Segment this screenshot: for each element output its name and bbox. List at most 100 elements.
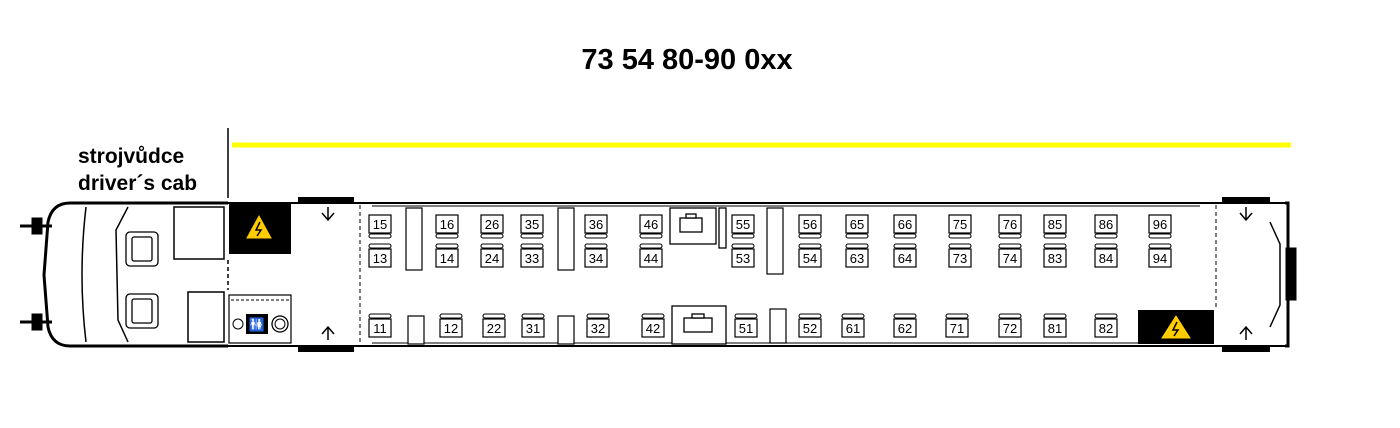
- seat-number: 12: [444, 321, 458, 336]
- seat[interactable]: 51: [734, 313, 758, 338]
- seat-number: 71: [950, 321, 964, 336]
- arrow-icon: [321, 207, 335, 340]
- seat[interactable]: 44: [639, 243, 663, 268]
- seat-number: 82: [1099, 321, 1113, 336]
- seat-number: 96: [1153, 217, 1167, 232]
- seat[interactable]: 96: [1148, 214, 1172, 239]
- seat[interactable]: 24: [480, 243, 504, 268]
- seat[interactable]: 85: [1043, 214, 1067, 239]
- seat[interactable]: 84: [1094, 243, 1118, 268]
- seat[interactable]: 34: [584, 243, 608, 268]
- seat[interactable]: 46: [639, 214, 663, 239]
- seat-number: 85: [1048, 217, 1062, 232]
- seat[interactable]: 26: [480, 214, 504, 239]
- seat[interactable]: 54: [798, 243, 822, 268]
- high-voltage-icon: [1161, 315, 1191, 339]
- seat[interactable]: 76: [998, 214, 1022, 239]
- seat[interactable]: 64: [893, 243, 917, 268]
- seat[interactable]: 75: [948, 214, 972, 239]
- high-voltage-cabinet-front: [229, 204, 291, 254]
- seat-number: 26: [485, 217, 499, 232]
- seat[interactable]: 15: [368, 214, 392, 239]
- seat[interactable]: 74: [998, 243, 1022, 268]
- high-voltage-icon: [246, 214, 272, 239]
- drivers-cab-label: strojvůdce driver´s cab: [78, 143, 197, 197]
- seat[interactable]: 32: [586, 313, 610, 338]
- seat-number: 81: [1048, 321, 1062, 336]
- seat-number: 14: [440, 251, 454, 266]
- seat-number: 32: [591, 321, 605, 336]
- seat[interactable]: 81: [1043, 313, 1067, 338]
- seat-number: 24: [485, 251, 499, 266]
- seat[interactable]: 86: [1094, 214, 1118, 239]
- luggage-rack-lower: [671, 305, 727, 345]
- seat-number: 51: [739, 321, 753, 336]
- seat-number: 61: [846, 321, 860, 336]
- wc-icon: [246, 314, 268, 334]
- arrow-icon: [1239, 207, 1253, 340]
- seat[interactable]: 73: [948, 243, 972, 268]
- seat[interactable]: 52: [798, 313, 822, 338]
- seat-number: 31: [526, 321, 540, 336]
- entrance-rear: [1215, 197, 1270, 352]
- seat-number: 54: [803, 251, 817, 266]
- seat-number: 22: [487, 321, 501, 336]
- seat-number: 64: [898, 251, 912, 266]
- seat[interactable]: 94: [1148, 243, 1172, 268]
- seat[interactable]: 55: [731, 214, 755, 239]
- seat-number: 84: [1099, 251, 1113, 266]
- seat[interactable]: 62: [893, 313, 917, 338]
- seat-number: 63: [850, 251, 864, 266]
- seat[interactable]: 31: [521, 313, 545, 338]
- seat[interactable]: 22: [482, 313, 506, 338]
- seat[interactable]: 66: [893, 214, 917, 239]
- seat-number: 86: [1099, 217, 1113, 232]
- cab-interior: [81, 206, 229, 343]
- seat-number: 83: [1048, 251, 1062, 266]
- seat-number: 13: [373, 251, 387, 266]
- seat-number: 73: [953, 251, 967, 266]
- seat-number: 52: [803, 321, 817, 336]
- seat-number: 74: [1003, 251, 1017, 266]
- coach-number-title: 73 54 80-90 0xx: [581, 44, 793, 76]
- seat-number: 42: [646, 321, 660, 336]
- seat[interactable]: 53: [731, 243, 755, 268]
- seat-number: 33: [525, 251, 539, 266]
- seat[interactable]: 11: [368, 313, 392, 338]
- seat-number: 34: [589, 251, 603, 266]
- seat[interactable]: 71: [945, 313, 969, 338]
- seat-number: 56: [803, 217, 817, 232]
- seat[interactable]: 36: [584, 214, 608, 239]
- seat[interactable]: 33: [520, 243, 544, 268]
- seat[interactable]: 42: [641, 313, 665, 338]
- seat[interactable]: 14: [435, 243, 459, 268]
- seat-number: 76: [1003, 217, 1017, 232]
- seat-number: 66: [898, 217, 912, 232]
- seat-number: 15: [373, 217, 387, 232]
- seat[interactable]: 82: [1094, 313, 1118, 338]
- seat[interactable]: 16: [435, 214, 459, 239]
- seat[interactable]: 65: [845, 214, 869, 239]
- coach-body: [42, 201, 1297, 348]
- high-voltage-cabinet-rear: [1138, 310, 1214, 344]
- seat-number: 62: [898, 321, 912, 336]
- svg-text:🚻: 🚻: [249, 317, 265, 333]
- seat[interactable]: 13: [368, 243, 392, 268]
- seat-number: 46: [644, 217, 658, 232]
- driver-seat-lower: [125, 293, 159, 329]
- seat[interactable]: 72: [998, 313, 1022, 338]
- seat[interactable]: 56: [798, 214, 822, 239]
- seat-number: 44: [644, 251, 658, 266]
- cab-label-english: driver´s cab: [78, 172, 198, 195]
- seat[interactable]: 63: [845, 243, 869, 268]
- seat[interactable]: 12: [439, 313, 463, 338]
- seat[interactable]: 35: [520, 214, 544, 239]
- seat-number: 65: [850, 217, 864, 232]
- toilet-compartment: 🚻: [228, 294, 292, 344]
- seat[interactable]: 83: [1043, 243, 1067, 268]
- seat-number: 53: [736, 251, 750, 266]
- tables: [405, 207, 787, 345]
- seat[interactable]: 61: [841, 313, 865, 338]
- entrance-front: [298, 197, 361, 352]
